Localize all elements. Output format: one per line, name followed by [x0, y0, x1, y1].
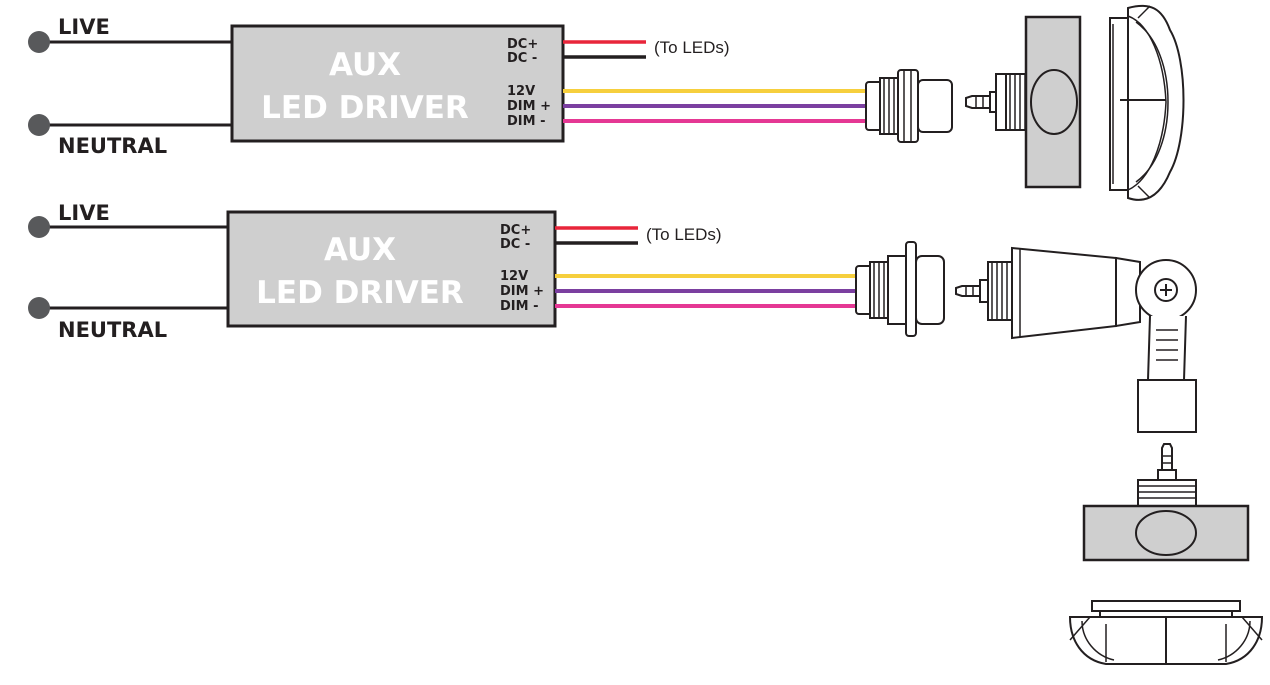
sensor-mounting-plate [1082, 504, 1250, 562]
terminal-dc-minus-2: DC - [500, 237, 530, 252]
diagram-2: LIVE NEUTRAL AUX LED DRIVER DC+ DC - 12V… [28, 201, 1264, 665]
live-terminal-2 [28, 216, 50, 238]
to-leds-label-2: (To LEDs) [646, 225, 722, 244]
socket-connector-1 [865, 69, 953, 143]
aux-led-driver-2 [226, 210, 557, 328]
terminal-dim-minus-2: DIM - [500, 299, 539, 314]
driver-title-2-line2: LED DRIVER [256, 275, 464, 311]
terminal-12v-2: 12V [500, 269, 528, 284]
live-label-2: LIVE [58, 201, 110, 225]
terminal-dim-minus-1: DIM - [507, 114, 546, 129]
neutral-label-1: NEUTRAL [58, 134, 167, 158]
driver-title-1-line2: LED DRIVER [261, 90, 469, 126]
jack-plug-vertical [1137, 443, 1197, 507]
terminal-dim-plus-2: DIM + [500, 284, 544, 299]
ceiling-flush-mount-sensor-icon [1024, 4, 1185, 201]
sensor-dome [1068, 600, 1264, 665]
neutral-terminal-2 [28, 297, 50, 319]
terminal-dc-plus-2: DC+ [500, 223, 531, 238]
swivel-mount-sensor-icon [1011, 246, 1197, 433]
aux-led-driver-1 [230, 24, 565, 143]
diagram-1: LIVE NEUTRAL AUX LED DRIVER DC+ DC - 12V… [28, 4, 1185, 201]
driver-title-2-line1: AUX [324, 232, 396, 268]
terminal-12v-1: 12V [507, 84, 535, 99]
driver-title-1-line1: AUX [329, 47, 401, 83]
live-terminal-1 [28, 31, 50, 53]
neutral-terminal-1 [28, 114, 50, 136]
jack-plug-2 [955, 261, 1013, 321]
neutral-label-2: NEUTRAL [58, 318, 167, 342]
to-leds-label-1: (To LEDs) [654, 38, 730, 57]
live-label-1: LIVE [58, 15, 110, 39]
terminal-dim-plus-1: DIM + [507, 99, 551, 114]
jack-plug-1 [965, 73, 1029, 131]
terminal-dc-plus-1: DC+ [507, 37, 538, 52]
terminal-dc-minus-1: DC - [507, 51, 537, 66]
socket-connector-2 [855, 241, 945, 337]
